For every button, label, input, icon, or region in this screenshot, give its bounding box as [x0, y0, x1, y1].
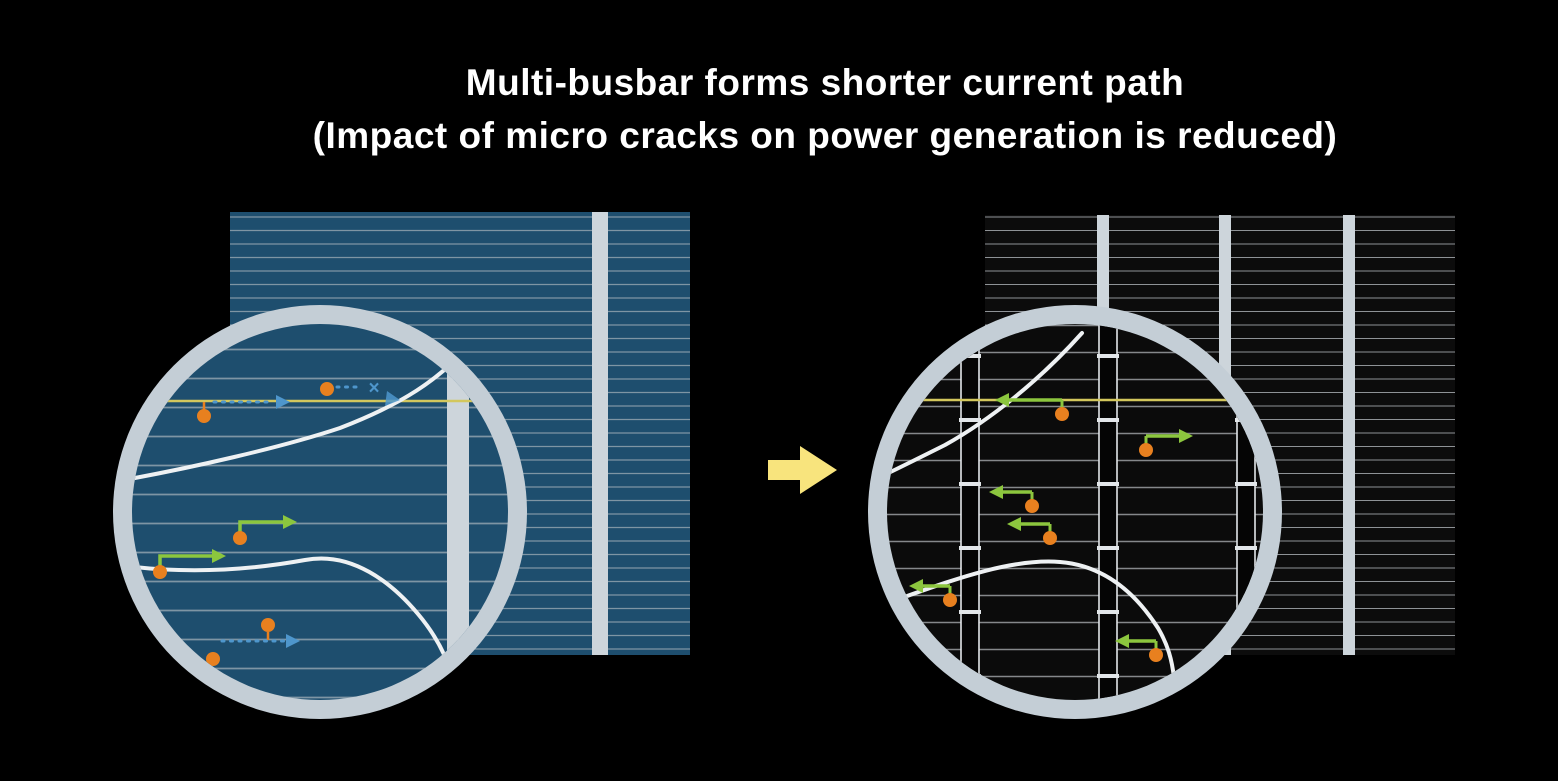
- zoomed-busbar-ribbon: [447, 324, 469, 700]
- diagram-title: Multi-busbar forms shorter current path …: [70, 56, 1558, 162]
- blocked-current-path: ×: [320, 378, 400, 406]
- electron-dot: [206, 652, 220, 666]
- left-magnifier-view: ×: [132, 324, 508, 700]
- title-line-1: Multi-busbar forms shorter current path: [465, 62, 1185, 103]
- right-magnifier: [868, 305, 1282, 719]
- short-current-path: [989, 485, 1039, 513]
- long-current-path: [197, 395, 290, 423]
- short-current-path: [153, 549, 226, 579]
- short-current-path: [909, 579, 957, 607]
- path-arrowhead: [212, 549, 226, 563]
- path-arrowhead: [286, 634, 300, 648]
- title-line-2: (Impact of micro cracks on power generat…: [312, 115, 1338, 156]
- short-current-path: [1115, 634, 1163, 662]
- path-arrowhead: [995, 393, 1009, 407]
- short-current-path: [233, 515, 297, 545]
- electron-dot: [1149, 648, 1163, 662]
- electron-dot: [1139, 443, 1153, 457]
- path-arrowhead: [989, 485, 1003, 499]
- zoomed-cell-surface: [887, 324, 1263, 700]
- zoomed-cell-surface: [132, 324, 508, 700]
- left-magnifier: ×: [113, 305, 527, 719]
- right-magnifier-view: [887, 324, 1263, 700]
- path-arrowhead: [385, 391, 400, 406]
- electron-dot: [1025, 499, 1039, 513]
- short-current-path: [1139, 429, 1193, 457]
- electron-dot: [153, 565, 167, 579]
- busbar-ribbon: [592, 212, 608, 655]
- electron-dot: [233, 531, 247, 545]
- path-arrowhead: [1179, 429, 1193, 443]
- electron-dot: [943, 593, 957, 607]
- electron-dot: [320, 382, 334, 396]
- micro-crack: [132, 556, 454, 678]
- electron-dot: [1055, 407, 1069, 421]
- electron-dot: [197, 409, 211, 423]
- path-arrowhead: [1007, 517, 1021, 531]
- path-arrowhead: [276, 395, 290, 409]
- electron-dot: [1043, 531, 1057, 545]
- long-current-path: [206, 618, 300, 666]
- micro-crack: [891, 559, 1176, 680]
- busbar-ribbon: [1343, 215, 1355, 655]
- path-arrowhead: [909, 579, 923, 593]
- micro-crack: [887, 331, 1084, 479]
- short-current-path: [995, 393, 1069, 421]
- path-arrowhead: [283, 515, 297, 529]
- path-arrowhead: [1115, 634, 1129, 648]
- micro-crack: [132, 340, 474, 482]
- transition-arrow: [768, 446, 837, 494]
- short-current-path: [1007, 517, 1057, 545]
- blocked-mark: ×: [368, 378, 379, 399]
- electron-dot: [261, 618, 275, 632]
